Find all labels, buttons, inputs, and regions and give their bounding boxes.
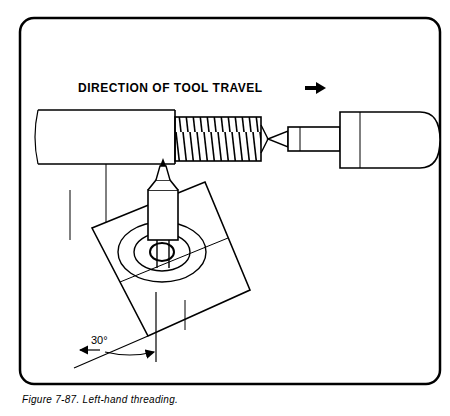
- compound-rest: [92, 182, 250, 336]
- tool-bit: [156, 166, 170, 180]
- frame: [20, 18, 440, 384]
- figure-caption: Figure 7-87. Left-hand threading.: [22, 394, 178, 405]
- direction-arrow: [316, 82, 326, 94]
- dead-center: [268, 131, 288, 147]
- screw-thread: [175, 117, 261, 161]
- tool-post: [148, 190, 178, 240]
- tailstock: [340, 112, 440, 168]
- direction-label: DIRECTION OF TOOL TRAVEL: [78, 81, 263, 95]
- tailstock-quill: [288, 127, 340, 151]
- angle-dimension: 30°: [90, 334, 109, 346]
